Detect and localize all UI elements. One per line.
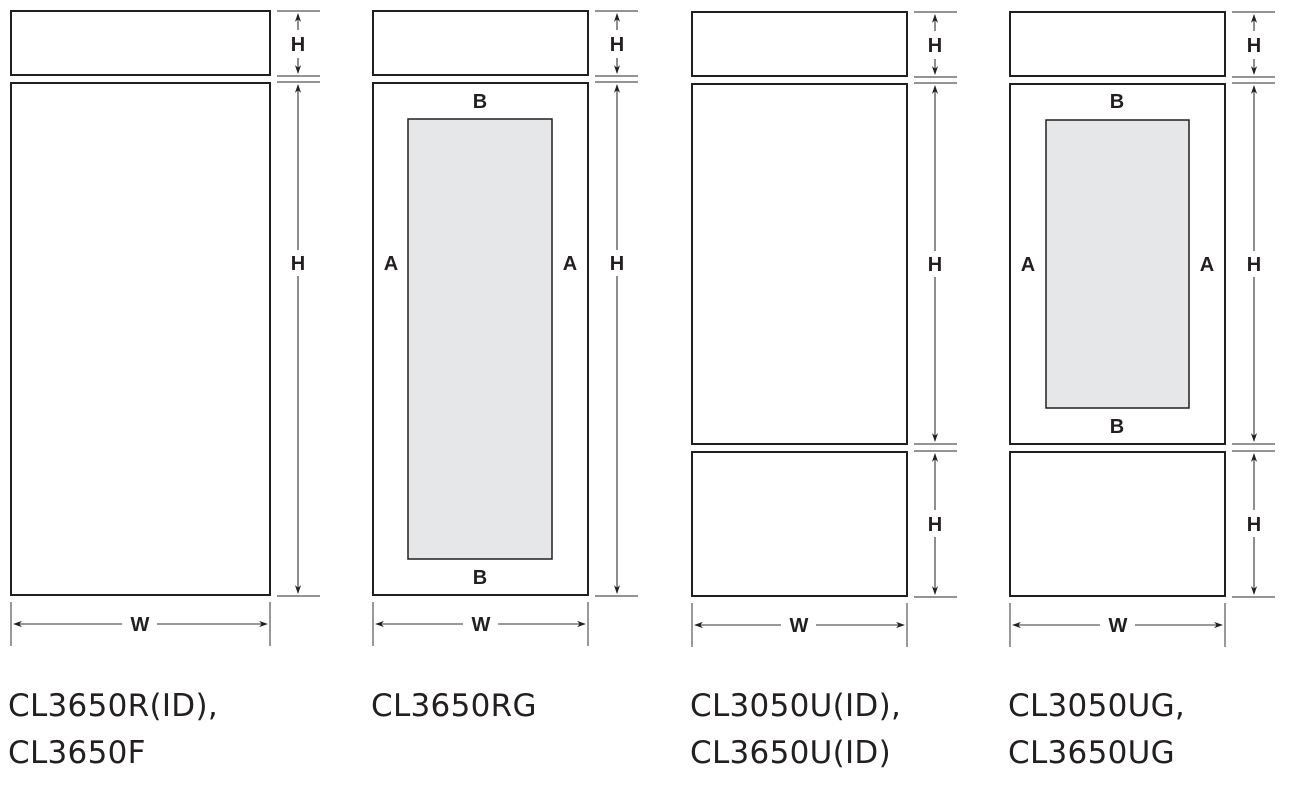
door-panel	[691, 83, 908, 445]
caption-glass-door-drawer: CL3050UG, CL3650UG	[1008, 683, 1185, 777]
height-label: H	[610, 253, 624, 275]
rail-label-top: B	[473, 91, 487, 113]
model-name: CL3050UG,	[1008, 688, 1186, 724]
glass-panel	[1045, 119, 1190, 409]
height-label: H	[610, 34, 624, 56]
stile-label-left: A	[1021, 254, 1035, 276]
model-name: CL3650R(ID),	[8, 688, 219, 724]
width-label: W	[790, 615, 809, 637]
diagram-glass-door: B B A A H H W	[372, 10, 638, 646]
width-label: W	[1109, 615, 1128, 637]
height-label: H	[1247, 514, 1261, 536]
height-label: H	[291, 253, 305, 275]
height-label: H	[1247, 254, 1261, 276]
model-name: CL3650UG	[1008, 735, 1175, 771]
stile-label-right: A	[1200, 254, 1214, 276]
diagram-solid-door: H H W	[10, 10, 320, 646]
top-grille-panel	[10, 10, 271, 76]
height-label: H	[1247, 35, 1261, 57]
top-grille-panel	[1009, 11, 1226, 77]
width-label: W	[131, 614, 150, 636]
stile-label-right: A	[563, 253, 577, 275]
diagram-solid-door-drawer: H H H W	[691, 11, 957, 647]
caption-solid-door-drawer: CL3050U(ID), CL3650U(ID)	[690, 683, 901, 777]
model-name: CL3650F	[8, 735, 146, 771]
door-panel	[10, 82, 271, 596]
rail-label-top: B	[1110, 91, 1124, 113]
height-label: H	[928, 35, 942, 57]
drawer-panel	[1009, 451, 1226, 597]
diagram-glass-door-drawer: B B A A H H H W	[1009, 11, 1275, 647]
height-label: H	[291, 34, 305, 56]
top-grille-panel	[691, 11, 908, 77]
model-name: CL3050U(ID),	[690, 688, 902, 724]
drawer-panel	[691, 451, 908, 597]
rail-label-bottom: B	[1110, 416, 1124, 438]
caption-glass-door: CL3650RG	[371, 683, 537, 730]
model-name: CL3650RG	[371, 688, 537, 724]
rail-label-bottom: B	[473, 567, 487, 589]
glass-panel	[407, 118, 553, 560]
height-label: H	[928, 254, 942, 276]
caption-solid-door: CL3650R(ID), CL3650F	[8, 683, 218, 777]
stile-label-left: A	[384, 253, 398, 275]
width-label: W	[472, 614, 491, 636]
height-label: H	[928, 514, 942, 536]
top-grille-panel	[372, 10, 589, 76]
model-name: CL3650U(ID)	[690, 735, 892, 771]
